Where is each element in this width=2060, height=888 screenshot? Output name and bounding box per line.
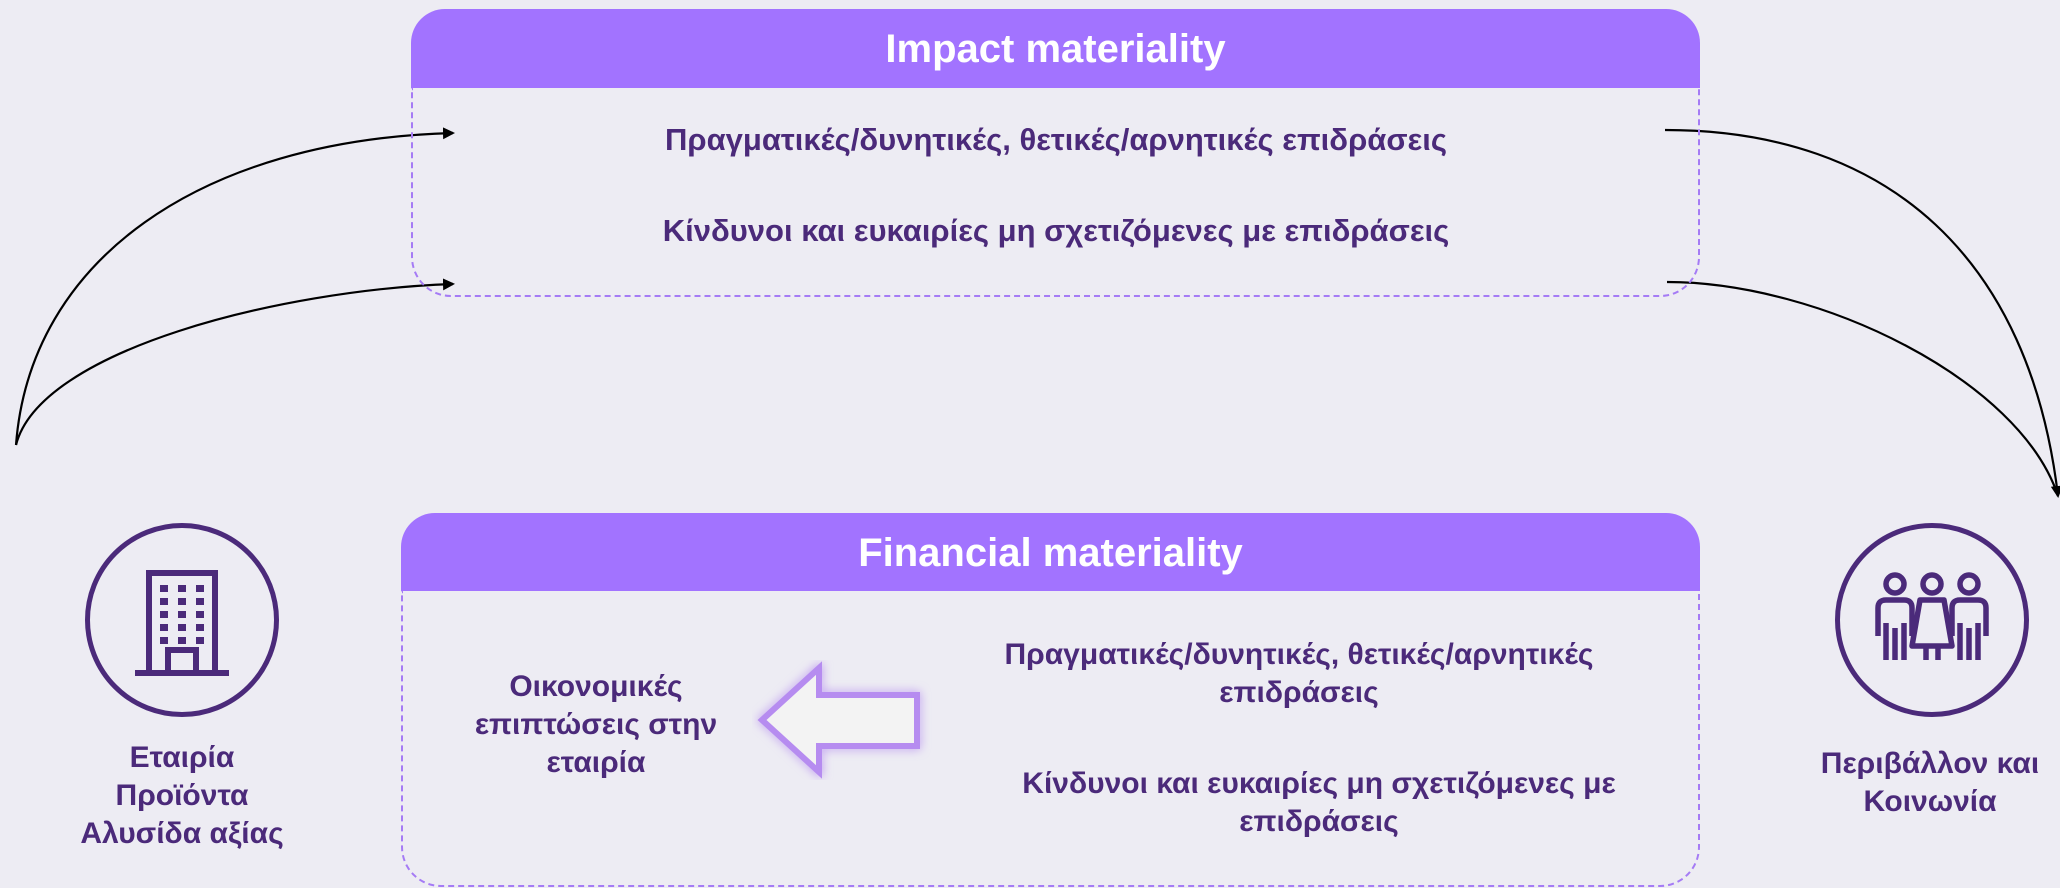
- financial-item-actual-potential: Πραγματικές/δυνητικές, θετικές/αρνητικές…: [1004, 638, 1594, 709]
- impact-materiality-title: Impact materiality: [885, 27, 1226, 71]
- building-icon: [135, 570, 229, 676]
- left-block-arrow: [757, 661, 920, 779]
- arrow-company-to-impact-2: [14, 278, 455, 446]
- society-circle: [1835, 523, 2029, 717]
- people-group-icon: [1875, 572, 1989, 660]
- impact-materiality-panel: Impact materiality Πραγματικές/δυνητικές…: [411, 9, 1700, 297]
- financial-item-risks-opportunities: Κίνδυνοι και ευκαιρίες μη σχετιζόμενες μ…: [1022, 767, 1616, 838]
- company-line-3: Αλυσίδα αξίας: [80, 817, 284, 850]
- financial-impact-on-company: Οικονομικές επιπτώσεις στην εταιρία: [474, 670, 718, 779]
- society-line-1: Περιβάλλον και: [1820, 747, 2040, 780]
- society-line-2: Κοινωνία: [1863, 785, 1997, 818]
- financial-materiality-body: [401, 591, 1700, 887]
- company-circle: [85, 523, 279, 717]
- company-line-2: Προϊόντα: [115, 779, 249, 812]
- financial-materiality-panel: Financial materiality Πραγματικές/δυνητι…: [401, 513, 1700, 887]
- impact-item-risks-opportunities: Κίνδυνοι και ευκαιρίες μη σχετιζόμενες μ…: [662, 213, 1450, 248]
- arrow-impact-to-society-2: [1666, 280, 2060, 497]
- impact-materiality-header: Impact materiality: [411, 9, 1700, 88]
- impact-item-actual-potential: Πραγματικές/δυνητικές, θετικές/αρνητικές…: [665, 122, 1447, 157]
- financial-materiality-header: Financial materiality: [401, 513, 1700, 591]
- impact-materiality-body: [411, 88, 1700, 297]
- financial-materiality-title: Financial materiality: [858, 531, 1243, 575]
- arrow-impact-to-society-1: [1664, 128, 2060, 498]
- society-label: Περιβάλλον και Κοινωνία: [1800, 745, 2060, 821]
- company-label: Εταιρία Προϊόντα Αλυσίδα αξίας: [60, 739, 304, 853]
- arrow-company-to-impact-1: [14, 127, 455, 446]
- company-line-1: Εταιρία: [129, 741, 235, 774]
